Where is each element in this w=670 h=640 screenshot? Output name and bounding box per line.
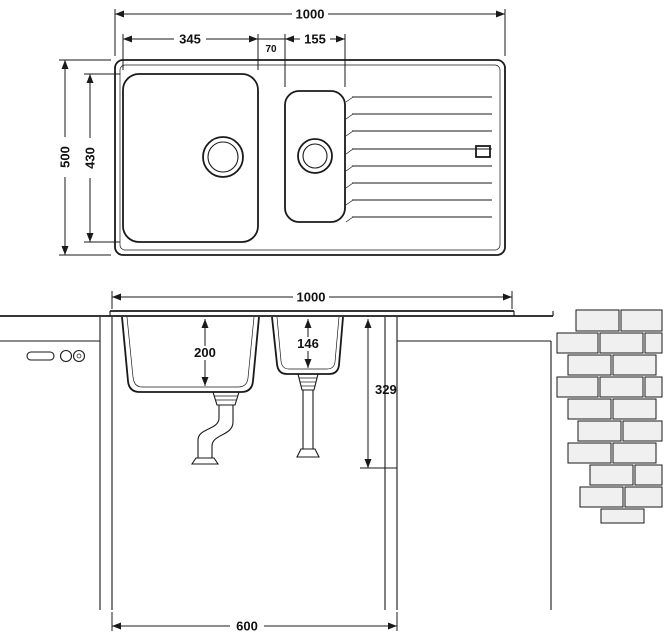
dim-plan-overall-depth-label: 500 [58,146,73,168]
dim-section-overall-width-label: 1000 [297,290,326,305]
main-bowl-drain [202,136,244,178]
dim-under-counter-depth: 329 [360,319,397,469]
dim-main-bowl-length-label: 430 [83,147,98,169]
dim-main-bowl-depth: 200 [190,319,220,386]
main-bowl [122,73,259,243]
left-cabinet-side [99,317,113,610]
dim-plan-overall-depth: 500 [57,59,111,256]
sink-rim-inner [119,64,501,251]
dim-main-bowl-length: 430 [82,73,120,243]
right-cabinet [384,317,552,610]
drainer-slot [475,145,491,158]
dim-section-overall-width: 1000 [111,290,513,309]
dim-half-bowl-depth-label: 146 [297,336,319,351]
drainer-grooves [345,96,492,223]
brick-wall [556,309,663,524]
section-view: 1000 200 146 329 600 [0,290,663,634]
dim-main-bowl-width: 345 [122,32,259,70]
dim-gap-width: 70 [258,38,285,55]
dim-gap-width-label: 70 [265,44,277,55]
dim-plan-overall-width: 1000 [114,7,506,56]
dim-under-counter-depth-label: 329 [375,382,397,397]
half-bowl-drain [297,138,333,174]
plan-view: 1000 345 70 155 500 [57,7,506,256]
dim-half-bowl-width-label: 155 [304,32,326,47]
dim-cabinet-width-label: 600 [236,619,258,634]
half-bowl [284,90,346,223]
sink-rim-profile [109,310,515,316]
appliance-controls [26,349,86,363]
sink-outline [114,59,506,256]
dim-plan-overall-width-label: 1000 [296,7,325,22]
dim-cabinet-width: 600 [111,612,398,634]
dim-half-bowl-width: 155 [284,32,346,87]
main-drain-trap [190,391,240,465]
half-drain-pipe [296,373,320,458]
dim-main-bowl-width-label: 345 [179,32,201,47]
dim-main-bowl-depth-label: 200 [194,345,216,360]
dim-half-bowl-depth: 146 [293,319,323,368]
main-bowl-section [121,316,260,393]
